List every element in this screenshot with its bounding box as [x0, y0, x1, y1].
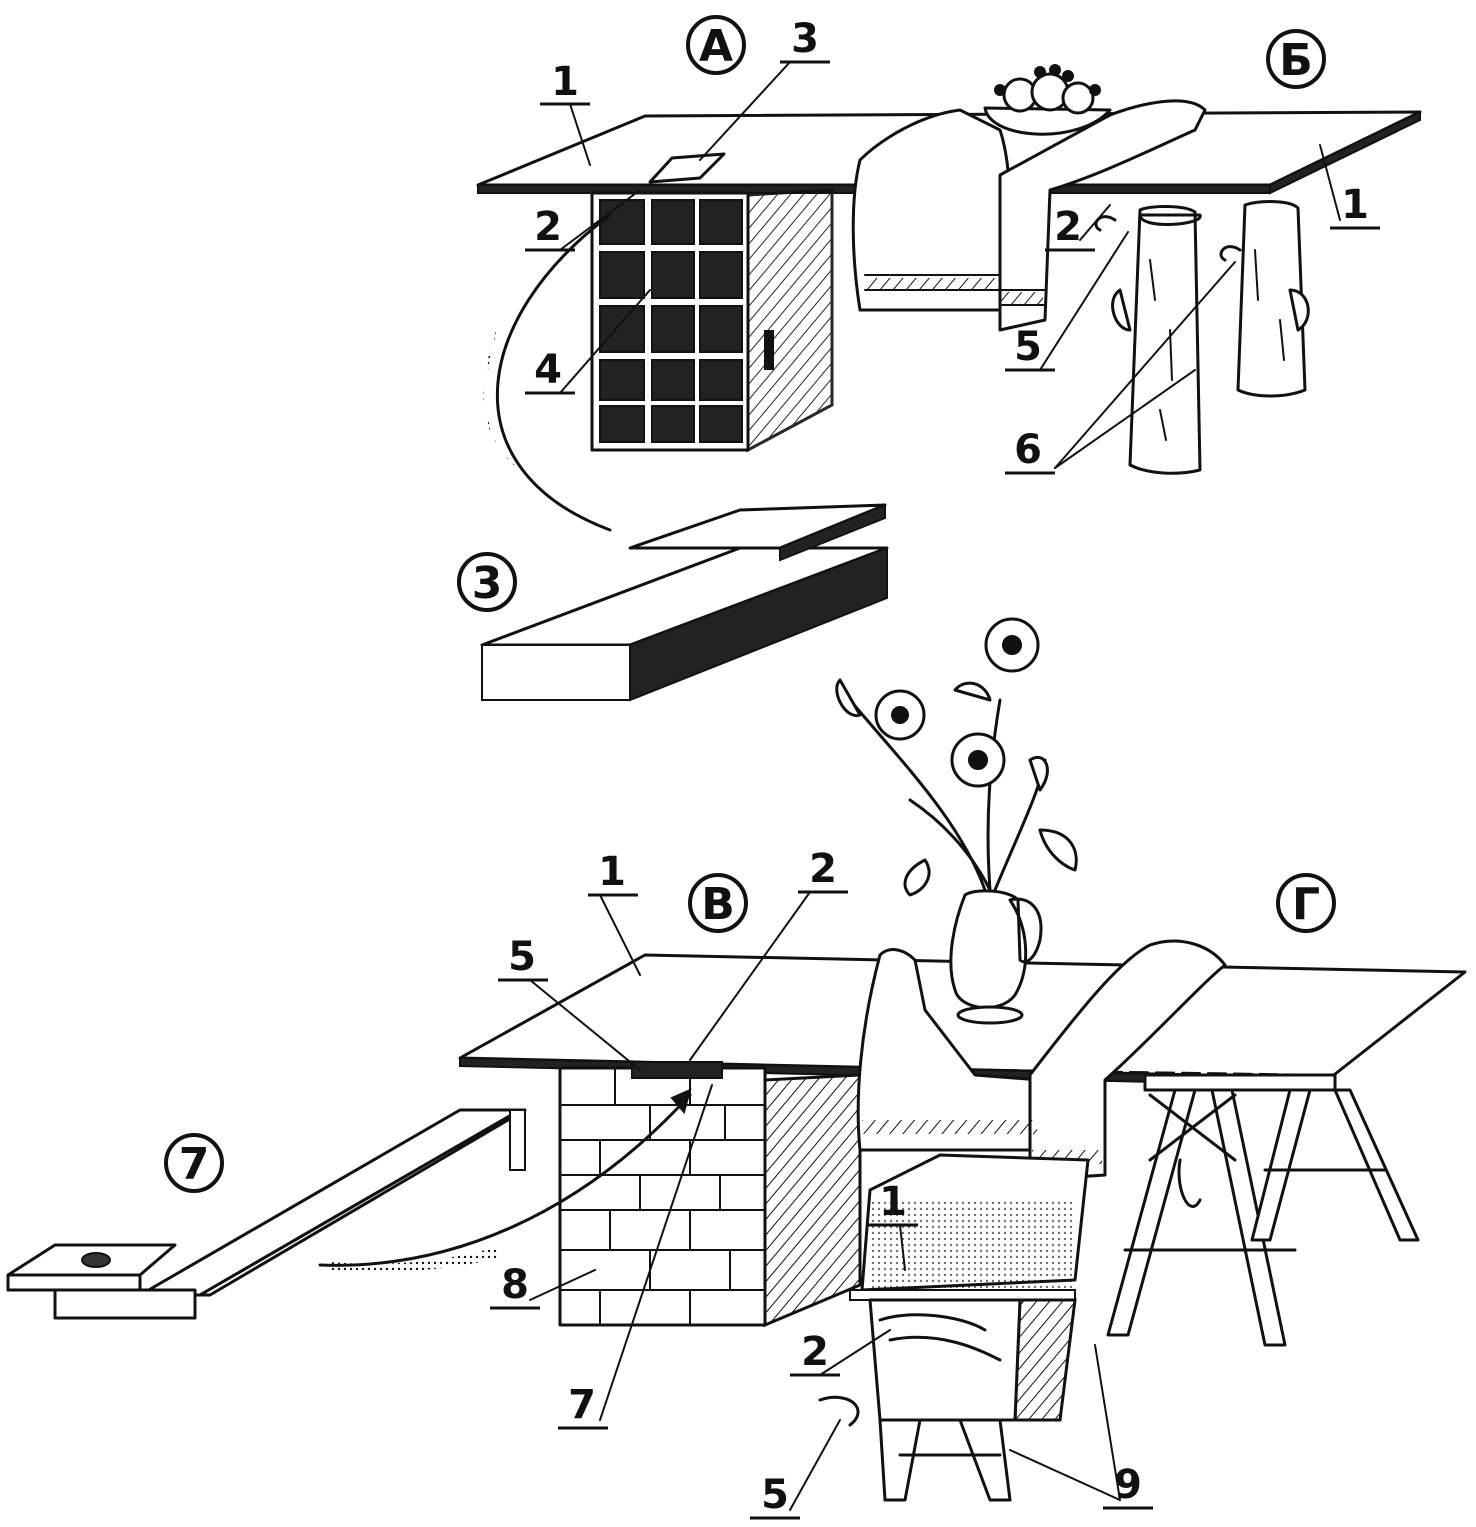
- detail-badge-3: 3: [457, 552, 517, 612]
- svg-text:3: 3: [791, 16, 819, 62]
- variant-badge-v: В: [688, 873, 748, 933]
- glass-block-grid: [599, 199, 743, 443]
- svg-text:2: 2: [801, 1329, 829, 1375]
- svg-text:1: 1: [598, 849, 626, 895]
- svg-text:6: 6: [1014, 427, 1042, 473]
- callout-b-1: 1: [1319, 144, 1380, 230]
- variant-label-v: В: [701, 879, 735, 930]
- bottom-table: [6, 617, 1467, 1502]
- callout-b-2: 2: [1045, 204, 1111, 252]
- svg-text:2: 2: [809, 846, 837, 892]
- glass-block-pedestal: [590, 188, 834, 453]
- callout-v-5: 5: [498, 934, 641, 1071]
- svg-text:1: 1: [1341, 182, 1369, 228]
- detail-3-bar: [480, 503, 889, 702]
- small-stand: [818, 1153, 1090, 1502]
- variant-label-g: Г: [1292, 879, 1320, 930]
- callout-g-1: 1: [868, 1179, 918, 1271]
- curve-arrow-a: [495, 213, 612, 532]
- callout-a-2: 2: [525, 189, 641, 252]
- callout-v-8: 8: [490, 1262, 596, 1310]
- callout-a-4: 4: [525, 289, 651, 395]
- svg-text:5: 5: [508, 934, 536, 980]
- fruit-bowl: [983, 64, 1112, 136]
- callout-b-5: 5: [1005, 231, 1129, 372]
- callout-v-7: 7: [558, 1084, 713, 1430]
- callout-v-1: 1: [588, 849, 641, 976]
- variant-badge-g: Г: [1276, 873, 1336, 933]
- variant-label-b: Б: [1279, 35, 1313, 86]
- svg-text:1: 1: [879, 1179, 907, 1225]
- svg-text:5: 5: [1014, 324, 1042, 370]
- variant-badge-b: Б: [1266, 29, 1326, 89]
- tablecloth-top: [851, 99, 1207, 332]
- detail-label-7: 7: [179, 1139, 210, 1190]
- svg-text:4: 4: [534, 347, 562, 393]
- variant-label-a: А: [699, 21, 733, 72]
- callout-b-6: 6: [1005, 261, 1236, 475]
- log-legs: [1094, 200, 1310, 475]
- brick-pedestal: [558, 1061, 862, 1328]
- svg-text:8: 8: [501, 1262, 529, 1308]
- flower-heads: [835, 617, 1049, 792]
- tablecloth-bottom: [856, 939, 1227, 1182]
- curve-arrow-b: [318, 1093, 692, 1267]
- callout-a-1: 1: [540, 59, 591, 166]
- detail-label-3: 3: [472, 558, 503, 609]
- variant-badge-a: А: [686, 15, 746, 75]
- callout-g-5: 5: [750, 1419, 841, 1520]
- detail-7-bracket: [6, 1088, 692, 1320]
- trestle-legs: [1106, 1073, 1420, 1347]
- callout-g-2: 2: [790, 1329, 891, 1377]
- detail-badge-7: 7: [164, 1133, 224, 1193]
- svg-text:7: 7: [568, 1382, 596, 1428]
- svg-text:2: 2: [1054, 204, 1082, 250]
- top-table: [476, 64, 1422, 532]
- svg-text:5: 5: [761, 1472, 789, 1518]
- callout-v-2: 2: [689, 846, 848, 1061]
- top-bar-3: [648, 152, 726, 184]
- svg-text:2: 2: [534, 204, 562, 250]
- svg-text:1: 1: [551, 59, 579, 105]
- callout-a-3: 3: [699, 16, 830, 161]
- flower-vase: [835, 617, 1078, 1025]
- callout-g-9: 9: [1009, 1344, 1153, 1510]
- tabletop-side-edge: [1269, 110, 1421, 195]
